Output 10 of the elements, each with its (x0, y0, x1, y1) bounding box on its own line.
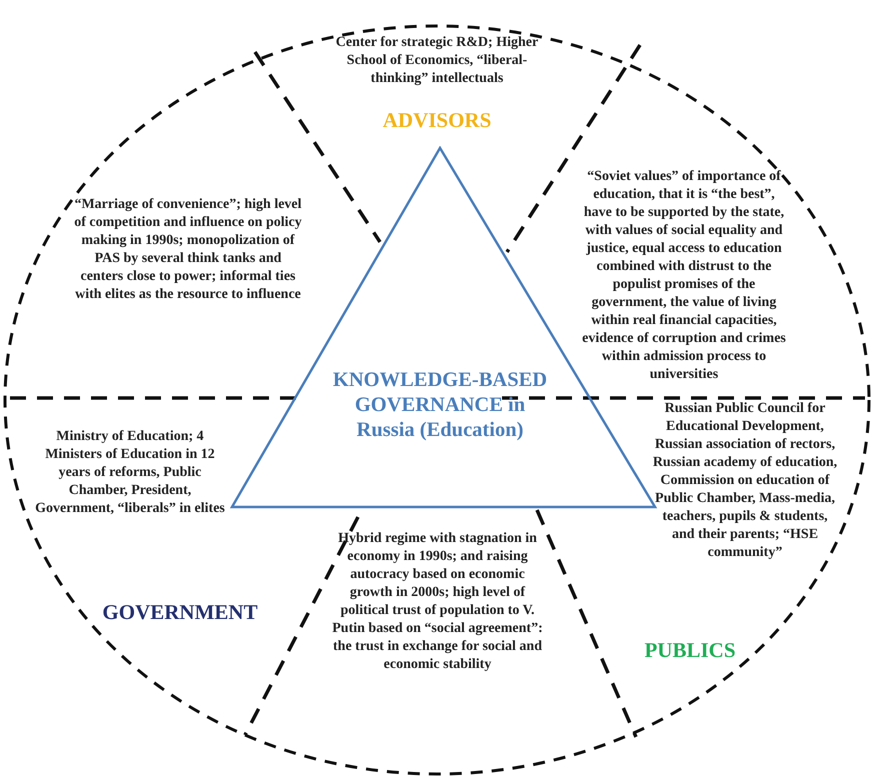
sector-text: “Marriage of convenience”; high level of competition and influence on policy making in 1990s; monopolization of PAS by several think tanks and centers close to power; informal ties with elites as the resource to influence (73, 196, 303, 304)
sector-text: Hybrid regime with stagnation in economy in 1990s; and raising autocracy based on economic growth in 2000s; high level of political trust of population to V. Putin based on “social agreement”: the trust in exchange for social and economic stability (331, 530, 544, 674)
sector-text: Center for strategic R&D; Higher School of Economics, “liberal-thinking” intellectuals (334, 34, 540, 88)
sector-text: Russian Public Council for Educational Development, Russian association of rectors, Russian academy of education, Commission on education of Public Chamber, Mass-media, teachers, pupils & students, and their parents; “HSE community” (652, 400, 838, 562)
sector-heading: PUBLICS (644, 638, 736, 663)
sector-text: Ministry of Education; 4 Ministers of Education in 12 years of reforms, Public Chamber, President, Government, “liberals” in elites (34, 428, 226, 518)
sector-text: “Soviet values” of importance of education, that it is “the best”, have to be supported by the state, with values of social equality and justice, equal access to education combined with distrust to the populist promises of the government, the value of living within real financial capacities, evidence of corruption and crimes within admission process to universities (581, 168, 787, 384)
sector-heading: GOVERNMENT (102, 600, 258, 625)
sector-heading: ADVISORS (382, 108, 492, 133)
center-title: KNOWLEDGE-BASED GOVERNANCE in Russia (Education) (332, 368, 548, 443)
